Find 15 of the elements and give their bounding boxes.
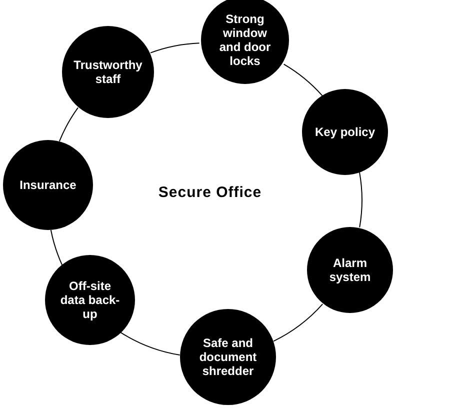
ring-connector [58,107,78,142]
ring-connector [50,230,63,266]
circle-label: Insurance [18,178,78,192]
ring-connector [359,172,362,228]
circle-label: Key policy [314,125,376,139]
circle-label: Safe and document shredder [198,336,258,378]
center-heading: Secure Office [157,184,263,201]
circle-label: Off-site data back-up [60,279,120,321]
circle-label: Trustworthy staff [73,58,143,86]
ring-connector [273,304,324,342]
ring-connector [283,64,323,96]
ring-connector [120,332,180,356]
circle-label: Alarm system [328,256,372,284]
circle-label: Strong window and door locks [218,12,272,68]
ring-connector [150,42,200,54]
